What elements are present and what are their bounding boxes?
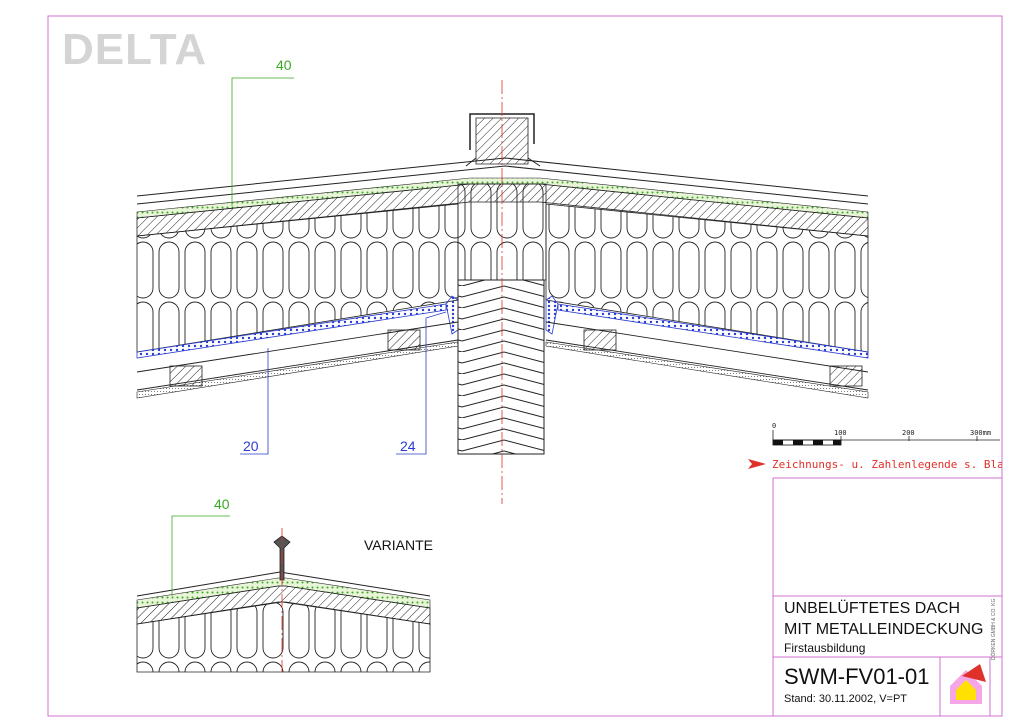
ridge-beam <box>457 279 545 455</box>
delta-house-logo-icon <box>950 664 986 704</box>
scale-tick-100: 100 <box>834 429 847 437</box>
callout-leader-40 <box>231 77 294 206</box>
callout-leader-24 <box>396 311 447 455</box>
callout-40: 40 <box>276 57 292 73</box>
scale-tick-200: 200 <box>902 429 915 437</box>
callout-variant-40: 40 <box>214 496 230 512</box>
variant-label: VARIANTE <box>364 537 433 553</box>
title-block <box>772 477 1002 716</box>
ridge-section-main <box>136 80 869 504</box>
callout-leader-variant-40 <box>171 515 230 596</box>
vertical-company-text: DÖRKEN GMBH & CO. KG <box>991 598 997 660</box>
title-line-1: UNBELÜFTETES DACH <box>784 600 961 617</box>
delta-logo: DELTA <box>62 25 208 74</box>
drawing-code: SWM-FV01-01 <box>784 664 930 689</box>
title-line-2: MIT METALLEINDECKUNG <box>784 621 984 638</box>
scale-tick-300: 300mm <box>970 429 992 437</box>
title-subtitle: Firstausbildung <box>784 641 866 655</box>
callout-20: 20 <box>243 438 259 454</box>
sheet-frame <box>47 15 1003 717</box>
ridge-section-variant <box>136 528 431 673</box>
scale-bar <box>772 430 1000 446</box>
callout-leader-20 <box>240 348 269 455</box>
callout-24: 24 <box>400 438 416 454</box>
scale-tick-0: 0 <box>772 422 777 430</box>
drawing-date: Stand: 30.11.2002, V=PT <box>784 693 908 705</box>
legend-arrow-icon <box>748 459 766 469</box>
legend-note: Zeichnungs- u. Zahlenlegende s. Blatt DL… <box>772 459 1002 470</box>
